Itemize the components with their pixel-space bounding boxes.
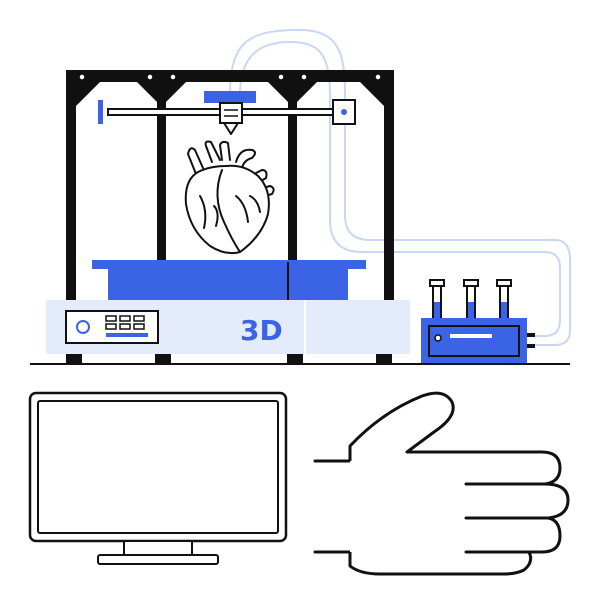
printer-post-inner-right [288,70,297,300]
printer-post-inner-left [157,70,166,300]
test-tube-rack-icon [421,279,535,363]
anatomical-heart-icon [184,140,275,255]
rail-end-left [98,100,103,124]
printer-top-bar [66,70,392,82]
printer-post-right [384,70,394,300]
control-knob [76,320,90,334]
feed-tubes [229,28,571,346]
monitor-icon [28,391,288,565]
printer-post-left [66,70,76,300]
print-head [204,91,256,135]
open-hand-icon [313,391,570,576]
build-platform [108,269,348,300]
build-plate [92,260,366,269]
printer-label: 3D [240,314,283,347]
3d-printer: 3D [46,70,410,364]
